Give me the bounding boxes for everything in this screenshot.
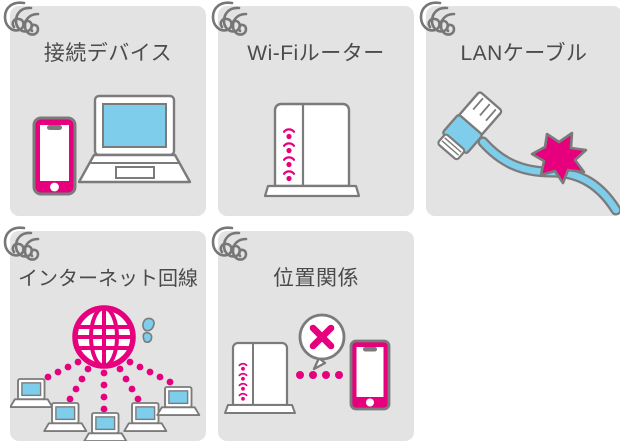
laptop-icon-small-4 xyxy=(123,402,168,433)
spiral-coil-icon xyxy=(211,226,248,261)
burst-star-icon xyxy=(530,131,588,185)
card-title: インターネット回線 xyxy=(18,268,198,290)
card-title: LANケーブル xyxy=(460,42,588,65)
router-icon xyxy=(263,102,361,198)
smartphone-icon xyxy=(349,339,391,411)
illustration-wifi-router xyxy=(263,102,361,198)
spiral-coil-icon xyxy=(3,226,40,261)
laptop-icon xyxy=(77,94,192,184)
laptop-icon-small-2 xyxy=(43,402,88,433)
card-connected-devices[interactable]: 接続デバイス xyxy=(3,1,206,216)
card-positional-relation[interactable]: 位置関係 xyxy=(211,226,414,441)
x-badge-icon xyxy=(298,313,346,371)
rj45-connector-icon xyxy=(437,91,503,161)
globe-icon xyxy=(72,305,136,369)
signal-indicators xyxy=(282,128,296,182)
smartphone-icon xyxy=(32,116,77,196)
illustration-positional-relation xyxy=(224,313,391,414)
spiral-coil-icon xyxy=(419,1,456,36)
router-icon xyxy=(224,341,296,414)
card-title: 位置関係 xyxy=(273,267,359,290)
dotted-link xyxy=(296,371,343,379)
illustration-connected-devices xyxy=(32,94,192,196)
laptop-icon-small-1 xyxy=(10,378,54,409)
signal-indicators xyxy=(238,362,248,401)
card-lan-cable[interactable]: LANケーブル xyxy=(419,1,620,216)
card-wifi-router[interactable]: Wi-Fiルーター xyxy=(211,1,414,216)
card-title: Wi-Fiルーター xyxy=(247,42,385,65)
illustration-lan-cable xyxy=(437,91,620,216)
laptop-icon-small-3 xyxy=(83,412,128,441)
card-title: 接続デバイス xyxy=(43,42,173,65)
blue-swoosh-icon xyxy=(142,317,155,344)
laptop-icon-small-5 xyxy=(156,386,201,417)
spiral-coil-icon xyxy=(211,1,248,36)
spiral-coil-icon xyxy=(3,1,40,36)
card-internet-line[interactable]: インターネット回線 xyxy=(3,226,206,441)
illustration-internet-line xyxy=(10,305,201,441)
